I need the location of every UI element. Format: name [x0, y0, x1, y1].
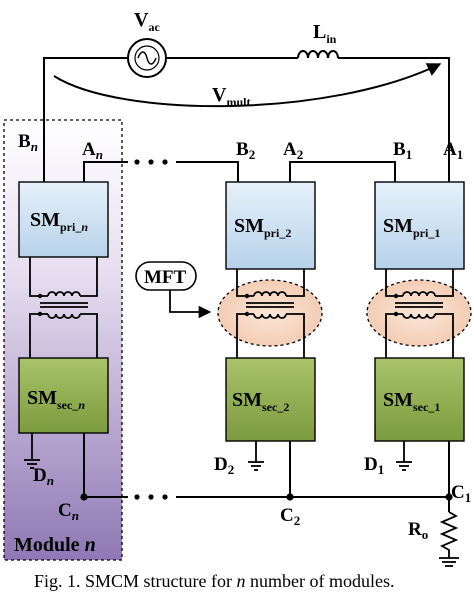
node-A1: A1 — [443, 139, 463, 162]
figure-caption: Fig. 1. SMCM structure for n number of m… — [34, 571, 394, 591]
transformer-n-dots — [37, 293, 43, 317]
resistor-icon — [439, 511, 459, 567]
svg-text:SMsec_n: SMsec_n — [27, 387, 85, 412]
sm-sec-n: SMsec_n — [18, 357, 109, 434]
transformer-1-dots — [393, 293, 399, 317]
top-wire — [43, 57, 450, 182]
node-C1: C1 — [451, 482, 471, 505]
svg-text:SMsec_2: SMsec_2 — [232, 389, 289, 414]
inductor-icon — [297, 50, 339, 59]
vmult-label: Vmult — [212, 84, 250, 109]
ground-n-icon — [24, 433, 40, 469]
node-Cn: Cn — [58, 500, 79, 523]
svg-text:SMpri_n: SMpri_n — [30, 209, 88, 234]
junction-dots — [80, 493, 453, 501]
mft-callout: MFT — [135, 261, 212, 319]
ground-2-icon — [248, 441, 264, 471]
transformer-2-dots — [244, 293, 250, 317]
ac-source-icon — [127, 38, 167, 78]
mft-ellipse-1 — [366, 279, 472, 347]
lin-label: Lin — [313, 21, 337, 46]
module-n-label: Module n — [14, 534, 96, 556]
node-D1: D1 — [364, 454, 384, 477]
ellipsis-dots-bottom — [134, 494, 168, 500]
ellipsis-dots-top — [134, 159, 168, 165]
mft-ellipse-2 — [217, 279, 323, 347]
node-An: An — [82, 139, 103, 162]
node-Bn: Bn — [18, 131, 38, 154]
ground-1-icon — [396, 441, 412, 471]
sm-pri-2: SMpri_2 — [225, 181, 316, 270]
resistor-label: Ro — [408, 519, 428, 542]
node-B1: B1 — [393, 139, 412, 162]
node-A2: A2 — [283, 139, 303, 162]
sm-pri-1: SMpri_1 — [374, 181, 465, 270]
node-D2: D2 — [214, 454, 234, 477]
transformer-1-icon — [385, 269, 454, 358]
vac-label: Vac — [134, 9, 160, 34]
node-B2: B2 — [236, 139, 255, 162]
node-C2: C2 — [280, 505, 300, 528]
vmult-arrow — [53, 63, 442, 108]
transformer-2-icon — [236, 269, 305, 358]
sm-sec-2: SMsec_2 — [225, 357, 316, 442]
svg-text:SMsec_1: SMsec_1 — [383, 389, 440, 414]
node-Dn: Dn — [33, 465, 54, 488]
bottom-chain-wires — [83, 433, 450, 512]
svg-text:SMpri_2: SMpri_2 — [234, 215, 291, 240]
sm-sec-1: SMsec_1 — [374, 357, 465, 442]
svg-text:MFT: MFT — [144, 267, 187, 288]
inter-module-top-wires — [83, 161, 396, 182]
svg-text:SMpri_1: SMpri_1 — [383, 215, 440, 240]
sm-pri-n: SMpri_n — [18, 181, 109, 258]
